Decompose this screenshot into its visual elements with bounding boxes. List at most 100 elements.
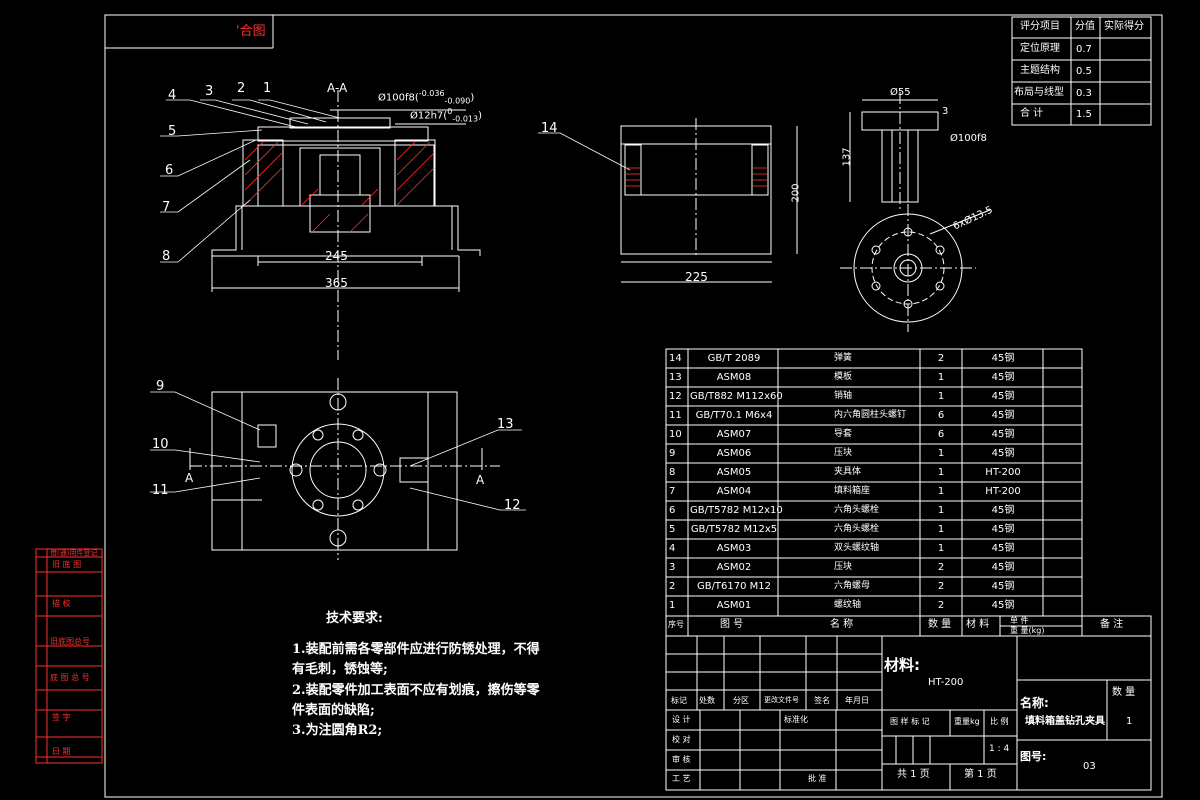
tech-line-4: 件表面的缺陷;	[292, 703, 375, 718]
bom-cell-name: 六角头螺栓	[834, 524, 880, 534]
rev-header-doc: 更改文件号	[764, 696, 799, 704]
bom-table-grid	[665, 348, 1083, 617]
stamp-label-7: 日 期	[52, 747, 71, 756]
bom-cell-qty: 1	[937, 486, 945, 497]
bom-header-w1: 单 件	[1010, 616, 1029, 625]
bom-cell-mat: 45钢	[991, 410, 1015, 421]
score-row-2-item: 主题结构	[1020, 65, 1060, 76]
stamp-label-1: 借(通)用件登记	[50, 549, 98, 557]
dim-d12h7-tol-up: 0	[447, 107, 453, 116]
tech-line-5: 3.为注圆角R2;	[292, 723, 383, 738]
dim-3: 3	[942, 106, 949, 117]
dim-d100f8-value: Ø100f8	[378, 92, 415, 104]
dim-d100f8-tol-up: -0.036	[418, 89, 445, 98]
bom-cell-no: 3	[669, 562, 676, 573]
bom-cell-qty: 2	[937, 600, 945, 611]
bom-cell-code: GB/T 2089	[707, 353, 761, 364]
bom-cell-qty: 2	[937, 353, 945, 364]
qty-value: 1	[1126, 716, 1133, 727]
score-row-3-score: 0.3	[1076, 88, 1092, 99]
dim-d12h7-value: Ø12h7	[410, 110, 444, 122]
bom-cell-qty: 2	[937, 562, 945, 573]
balloon-5: 5	[168, 124, 177, 139]
bom-cell-no: 8	[669, 467, 676, 478]
part-detail-plan	[840, 204, 991, 332]
dim-d100f8-tol-dn: -0.090	[444, 96, 471, 106]
part-detail-elevation	[849, 92, 939, 210]
score-row-4-score: 1.5	[1076, 109, 1092, 120]
bom-cell-no: 11	[669, 410, 682, 421]
bom-cell-code: GB/T70.1 M6x4	[695, 410, 773, 421]
bom-cell-name: 填料箱座	[834, 486, 871, 496]
dim-365: 365	[325, 276, 348, 290]
name-label: 名称:	[1020, 696, 1049, 710]
dim-137: 137	[841, 147, 853, 167]
bom-cell-name: 螺纹轴	[834, 600, 862, 610]
title-tab-label: '合图	[236, 24, 266, 39]
bom-header-name: 名 称	[830, 619, 854, 630]
bom-cell-qty: 1	[937, 372, 945, 383]
stage-mark: 图 样 标 记	[890, 717, 930, 726]
bom-header-w2: 重 量(kg)	[1010, 626, 1045, 635]
bom-cell-code: ASM02	[716, 562, 752, 573]
bom-cell-mat: 45钢	[991, 543, 1015, 554]
role-check: 校 对	[672, 735, 691, 744]
bom-cell-name: 内六角圆柱头螺钉	[834, 410, 907, 420]
qty-label: 数 量	[1112, 687, 1136, 698]
balloon-6: 6	[165, 163, 174, 178]
drawing-frame	[104, 14, 1163, 798]
bom-cell-qty: 6	[937, 429, 945, 440]
score-table-grid	[1011, 16, 1152, 126]
approve-label: 批 准	[808, 774, 827, 783]
score-row-2-score: 0.5	[1076, 66, 1092, 77]
bom-cell-mat: 45钢	[991, 353, 1015, 364]
bom-cell-mat: 45钢	[991, 600, 1015, 611]
view-arrow-a-left: A	[185, 471, 194, 485]
bom-cell-qty: 1	[937, 543, 945, 554]
dim-225: 225	[685, 270, 708, 284]
tech-line-3: 2.装配零件加工表面不应有划痕，擦伤等零	[292, 683, 540, 698]
section-view-aa	[211, 90, 481, 360]
bom-cell-no: 9	[669, 448, 676, 459]
part-name: 填料箱盖钻孔夹具	[1025, 716, 1105, 727]
bom-cell-code: GB/T5782 M12x10	[690, 505, 783, 516]
balloon-10: 10	[152, 437, 169, 452]
bom-cell-code: ASM08	[716, 372, 752, 383]
bom-cell-name: 模板	[834, 372, 853, 382]
bom-cell-mat: 45钢	[991, 581, 1015, 592]
drawing-no: 03	[1083, 761, 1096, 772]
bom-cell-no: 5	[669, 524, 676, 535]
view-arrow-a-right: A	[476, 473, 485, 487]
section-hatching	[244, 141, 435, 233]
dim-200: 200	[790, 183, 802, 203]
bom-cell-name: 压块	[834, 562, 853, 572]
sheet-total: 共 1 页	[897, 769, 930, 780]
title-block-grid	[665, 615, 1152, 791]
balloon-1: 1	[263, 81, 272, 96]
score-header-item: 评分项目	[1020, 21, 1060, 32]
bom-cell-name: 六角头螺栓	[834, 505, 880, 515]
bom-cell-name: 六角螺母	[834, 581, 871, 591]
bom-cell-code: ASM04	[716, 486, 752, 497]
bom-cell-mat: 45钢	[991, 524, 1015, 535]
scale-value: 1 : 4	[989, 744, 1010, 754]
bom-cell-no: 13	[669, 372, 682, 383]
side-view	[620, 118, 798, 283]
side-view-springs	[626, 167, 767, 187]
rev-header-zone: 分区	[733, 696, 749, 705]
bom-cell-mat: 45钢	[991, 429, 1015, 440]
bom-cell-qty: 1	[937, 467, 945, 478]
bom-cell-code: GB/T5782 M12x5	[690, 524, 778, 535]
role-review: 审 核	[672, 755, 691, 764]
stamp-label-2: 旧 底 图	[52, 560, 82, 569]
bom-header-qty: 数 量	[928, 619, 952, 630]
drawing-no-label: 图号:	[1020, 750, 1047, 763]
bom-cell-no: 10	[669, 429, 682, 440]
dim-d12h7-tol-dn: -0.013	[452, 114, 479, 124]
balloon-8: 8	[162, 249, 171, 264]
bom-cell-mat: HT-200	[985, 467, 1021, 478]
bom-cell-no: 6	[669, 505, 676, 516]
bom-cell-no: 14	[669, 353, 682, 364]
rev-header-mark: 标记	[671, 696, 687, 705]
stamp-label-4: 旧底图总号	[50, 637, 90, 646]
